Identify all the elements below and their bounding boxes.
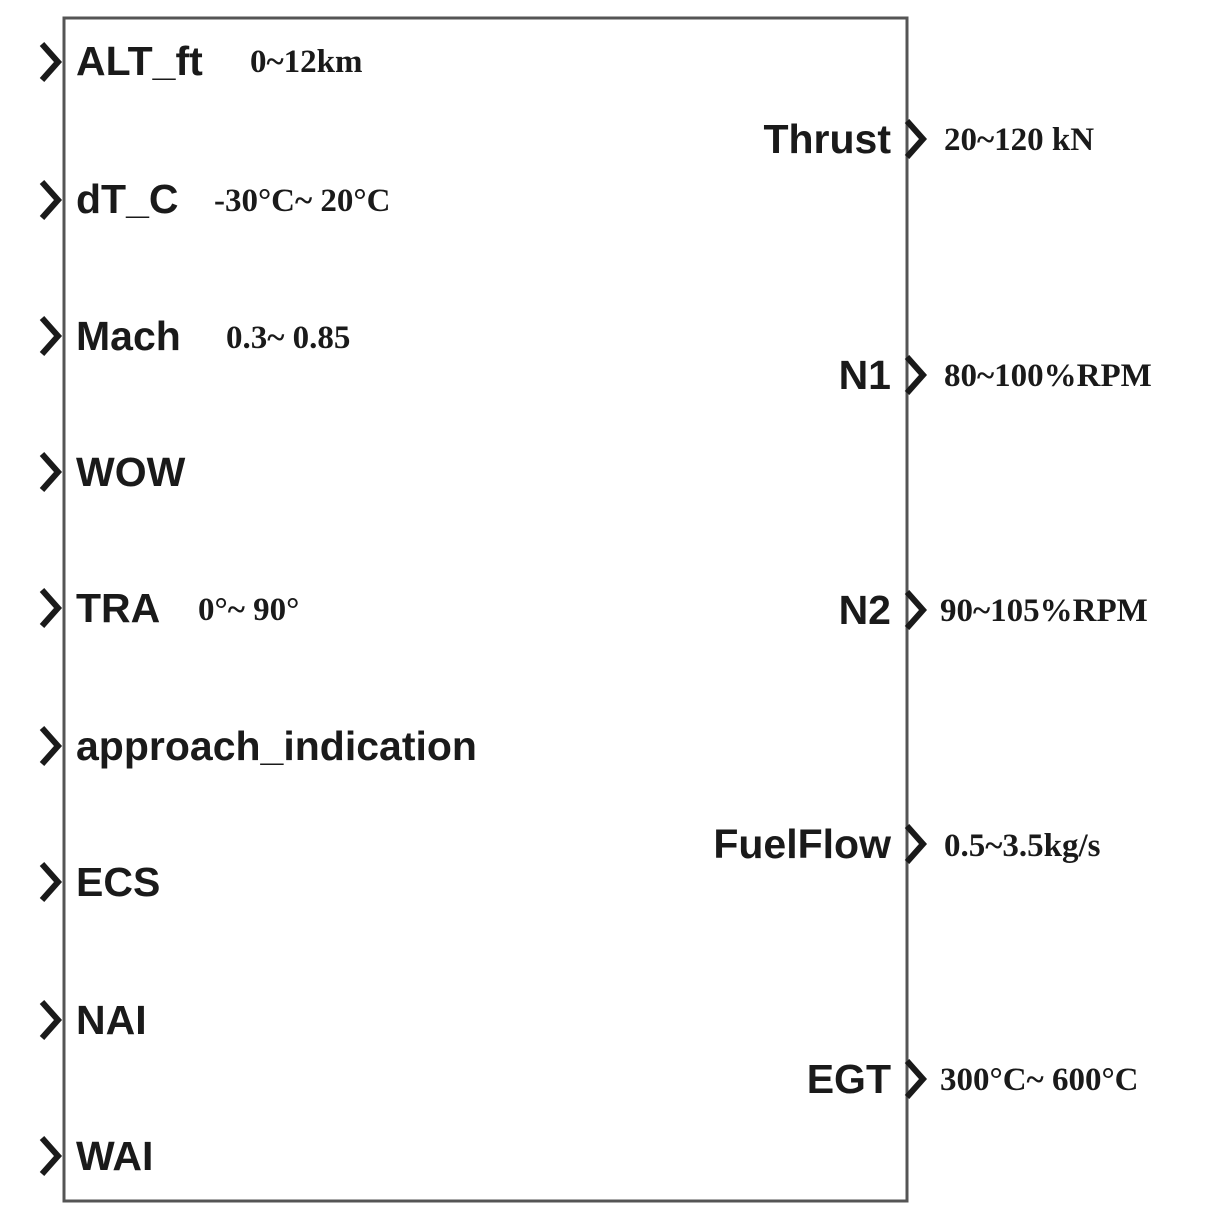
output-port-arrow-icon <box>904 590 928 630</box>
output-ports: Thrust 20~120 kN N1 80~100%RPM N2 90~105… <box>713 116 1151 1102</box>
output-range-label: 80~100%RPM <box>944 358 1152 394</box>
output-range-label: 90~105%RPM <box>940 593 1148 629</box>
block-body[interactable] <box>62 16 909 1203</box>
output-port[interactable]: FuelFlow 0.5~3.5kg/s <box>713 821 1100 867</box>
output-port-label: Thrust <box>763 116 891 162</box>
output-port-arrow-icon <box>904 119 928 159</box>
output-port-arrow-icon <box>904 355 928 395</box>
output-port[interactable]: N2 90~105%RPM <box>839 587 1148 633</box>
input-port[interactable]: Mach 0.3~ 0.85 <box>39 313 350 359</box>
output-port-label: N2 <box>839 587 891 633</box>
output-range-label: 300°C~ 600°C <box>940 1062 1138 1098</box>
input-range-label: 0.3~ 0.85 <box>226 320 350 356</box>
input-port-label: ECS <box>76 859 160 905</box>
input-port-arrow-icon <box>39 862 63 902</box>
input-port[interactable]: TRA 0°~ 90° <box>39 585 299 631</box>
output-port[interactable]: N1 80~100%RPM <box>839 352 1152 398</box>
input-range-label: 0°~ 90° <box>198 592 299 628</box>
input-port-arrow-icon <box>39 588 63 628</box>
output-port-label: N1 <box>839 352 891 398</box>
input-port-arrow-icon <box>39 452 63 492</box>
input-range-label: -30°C~ 20°C <box>214 183 390 219</box>
input-port-arrow-icon <box>39 180 63 220</box>
output-port[interactable]: Thrust 20~120 kN <box>763 116 1094 162</box>
input-port-arrow-icon <box>39 726 63 766</box>
output-range-label: 0.5~3.5kg/s <box>944 828 1101 864</box>
input-port-label: WOW <box>76 449 186 495</box>
output-range-label: 20~120 kN <box>944 122 1094 158</box>
input-port-arrow-icon <box>39 316 63 356</box>
input-port-arrow-icon <box>39 1000 63 1040</box>
input-port-label: WAI <box>76 1133 153 1179</box>
input-port[interactable]: NAI <box>39 997 147 1043</box>
input-port[interactable]: ALT_ft 0~12km <box>39 38 363 84</box>
input-port-arrow-icon <box>39 1136 63 1176</box>
input-port-label: Mach <box>76 313 181 359</box>
input-ports: ALT_ft 0~12km dT_C -30°C~ 20°C Mach 0.3~… <box>39 38 477 1179</box>
output-port-label: FuelFlow <box>713 821 891 867</box>
input-port-label: NAI <box>76 997 147 1043</box>
input-port[interactable]: WAI <box>39 1133 153 1179</box>
input-port-label: approach_indication <box>76 723 477 769</box>
input-port[interactable]: approach_indication <box>39 723 477 769</box>
input-port[interactable]: WOW <box>39 449 186 495</box>
input-port-label: TRA <box>76 585 160 631</box>
output-port-label: EGT <box>807 1056 891 1102</box>
input-range-label: 0~12km <box>250 44 363 80</box>
output-port-arrow-icon <box>904 824 928 864</box>
input-port-arrow-icon <box>39 42 63 82</box>
output-port[interactable]: EGT 300°C~ 600°C <box>807 1056 1139 1102</box>
input-port-label: ALT_ft <box>76 38 203 84</box>
input-port[interactable]: dT_C -30°C~ 20°C <box>39 176 390 222</box>
input-port-label: dT_C <box>76 176 179 222</box>
output-port-arrow-icon <box>904 1059 928 1099</box>
input-port[interactable]: ECS <box>39 859 160 905</box>
